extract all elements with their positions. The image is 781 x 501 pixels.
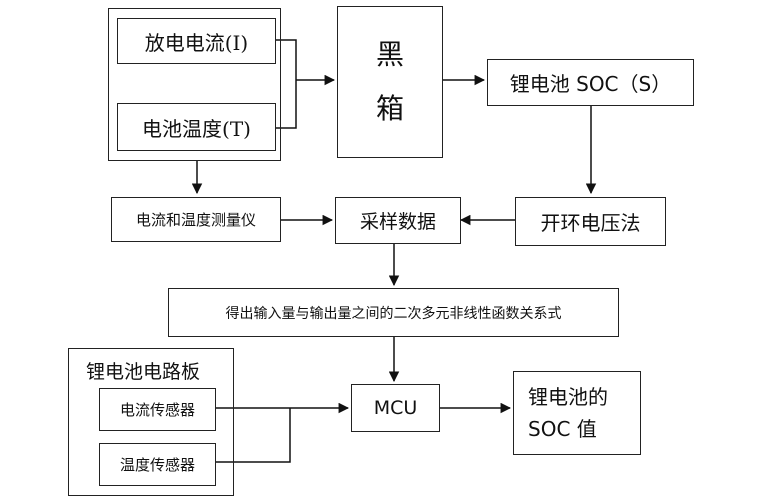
battery-soc-label: 锂电池 SOC（S） xyxy=(509,72,672,96)
sampling-label: 采样数据 xyxy=(359,211,436,233)
wire-temp-sensor xyxy=(216,408,291,463)
current-sensor-box: 电流传感器 xyxy=(99,388,216,431)
discharge-current-label: 放电电流(I) xyxy=(144,30,249,55)
circuit-board-title: 锂电池电路板 xyxy=(86,361,201,383)
battery-soc-box: 锂电池 SOC（S） xyxy=(487,59,694,106)
soc-output-line-2: SOC 值 xyxy=(528,417,597,441)
discharge-current-box: 放电电流(I) xyxy=(117,18,276,64)
sampling-box: 采样数据 xyxy=(335,197,461,244)
meter-label: 电流和温度测量仪 xyxy=(135,211,256,229)
ocv-method-label: 开环电压法 xyxy=(540,211,641,235)
ocv-method-box: 开环电压法 xyxy=(515,197,666,246)
battery-temp-box: 电池温度(T) xyxy=(117,103,276,151)
soc-output-box: 锂电池的 SOC 值 xyxy=(513,371,641,455)
black-box-char-2: 箱 xyxy=(375,92,404,125)
current-sensor-label: 电流传感器 xyxy=(119,401,195,419)
mcu-box: MCU xyxy=(351,384,440,432)
temp-sensor-box: 温度传感器 xyxy=(99,443,216,486)
soc-output-line-1: 锂电池的 xyxy=(528,385,608,409)
battery-temp-label: 电池温度(T) xyxy=(142,116,251,141)
black-box: 黑 箱 xyxy=(337,6,443,158)
meter-box: 电流和温度测量仪 xyxy=(111,197,281,242)
input-group xyxy=(108,8,281,161)
relation-box: 得出输入量与输出量之间的二次多元非线性函数关系式 xyxy=(168,288,619,337)
temp-sensor-label: 温度传感器 xyxy=(119,456,195,474)
circuit-board-group xyxy=(68,348,234,496)
wire-current-to-join xyxy=(276,39,297,80)
wire-temp-to-join xyxy=(276,80,297,129)
mcu-label: MCU xyxy=(373,397,418,419)
black-box-char-1: 黑 xyxy=(375,38,404,71)
relation-label: 得出输入量与输出量之间的二次多元非线性函数关系式 xyxy=(225,305,562,322)
